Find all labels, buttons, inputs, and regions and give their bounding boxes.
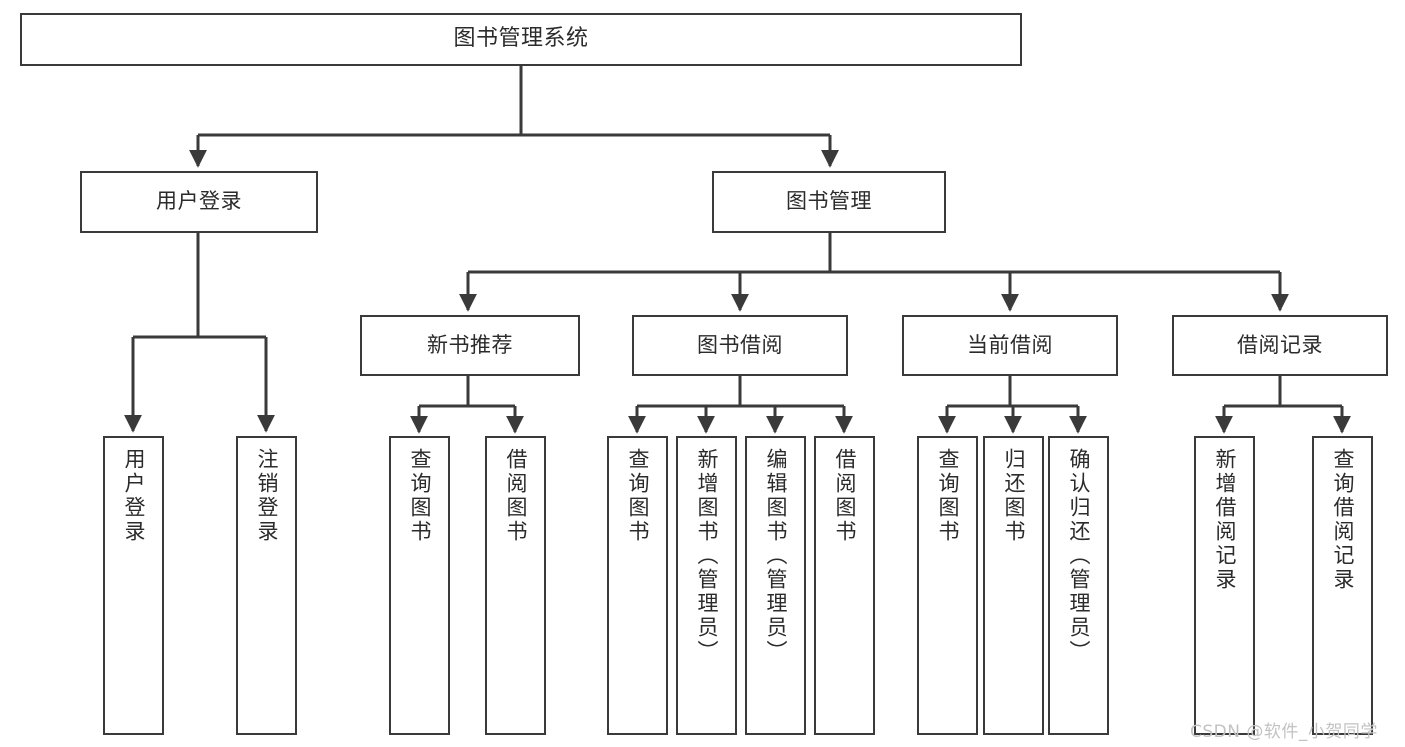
node-label: 编辑图书（管理员） — [764, 448, 788, 664]
leaf-borrow-add-book-admin[interactable]: 新增图书（管理员） — [676, 436, 737, 735]
node-user-login[interactable]: 用户登录 — [80, 171, 318, 233]
leaf-recommend-query-book[interactable]: 查询图书 — [389, 436, 450, 735]
leaf-recommend-borrow-book[interactable]: 借阅图书 — [485, 436, 546, 735]
node-label: 新增借阅记录 — [1213, 448, 1237, 592]
leaf-current-query-book[interactable]: 查询图书 — [917, 436, 978, 735]
node-label: 借阅图书 — [504, 448, 528, 544]
node-book-management[interactable]: 图书管理 — [712, 171, 946, 233]
leaf-current-confirm-return-admin[interactable]: 确认归还（管理员） — [1048, 436, 1109, 735]
node-label: 归还图书 — [1002, 448, 1026, 544]
node-label: 查询借阅记录 — [1331, 448, 1355, 592]
node-new-book-recommend[interactable]: 新书推荐 — [360, 315, 580, 376]
node-label: 查询图书 — [408, 448, 432, 544]
node-label: 用户登录 — [122, 448, 146, 544]
csdn-watermark: CSDN @软件_小贺同学 — [1190, 722, 1378, 742]
node-label: 图书借阅 — [697, 332, 783, 357]
node-label: 新书推荐 — [427, 332, 513, 357]
leaf-record-query-record[interactable]: 查询借阅记录 — [1312, 436, 1373, 735]
node-label: 当前借阅 — [967, 332, 1053, 357]
node-label: 新增图书（管理员） — [695, 448, 719, 664]
node-book-borrow[interactable]: 图书借阅 — [632, 315, 848, 376]
node-borrow-record[interactable]: 借阅记录 — [1172, 315, 1388, 376]
leaf-user-login-signout[interactable]: 注销登录 — [236, 436, 297, 735]
leaf-borrow-borrow-book[interactable]: 借阅图书 — [814, 436, 875, 735]
node-root-system[interactable]: 图书管理系统 — [20, 13, 1022, 66]
leaf-record-add-record[interactable]: 新增借阅记录 — [1194, 436, 1255, 735]
leaf-borrow-edit-book-admin[interactable]: 编辑图书（管理员） — [745, 436, 806, 735]
node-label: 确认归还（管理员） — [1067, 448, 1091, 664]
leaf-user-login-signin[interactable]: 用户登录 — [103, 436, 164, 735]
leaf-borrow-query-book[interactable]: 查询图书 — [607, 436, 668, 735]
node-label: 借阅记录 — [1237, 332, 1323, 357]
node-current-borrow[interactable]: 当前借阅 — [902, 315, 1118, 376]
node-label: 注销登录 — [255, 448, 279, 544]
leaf-current-return-book[interactable]: 归还图书 — [983, 436, 1044, 735]
node-label: 查询图书 — [626, 448, 650, 544]
node-label: 图书管理 — [786, 189, 872, 214]
node-label: 用户登录 — [156, 189, 242, 214]
node-label: 图书管理系统 — [453, 26, 589, 52]
node-label: 借阅图书 — [833, 448, 857, 544]
node-label: 查询图书 — [936, 448, 960, 544]
